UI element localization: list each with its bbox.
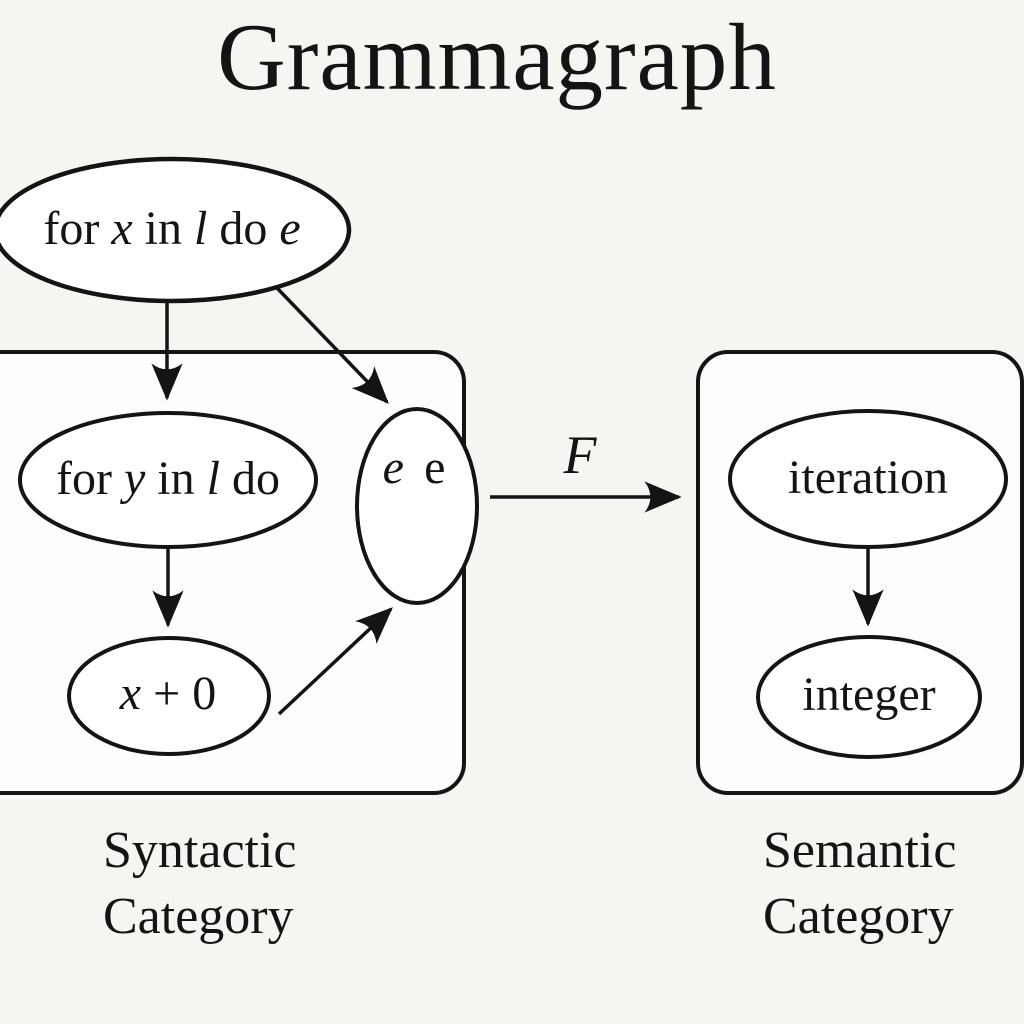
- functor-f-label: F: [563, 425, 597, 485]
- edge-xplus0-to-ee: [277, 607, 393, 716]
- node-label-for-x-in-l-do-e: for x in l do e: [43, 205, 300, 253]
- node-for-y-in-l-do: [18, 411, 318, 549]
- var-x: x: [111, 202, 133, 255]
- text-for: for: [43, 202, 112, 255]
- var-e: e: [279, 202, 301, 255]
- text-plus-0: + 0: [141, 667, 217, 720]
- semantic-category-caption: Semantic Category: [763, 818, 957, 949]
- node-integer: [756, 635, 982, 759]
- caption-line-category: Category: [103, 887, 294, 945]
- node-x-plus-0: [67, 636, 271, 756]
- text-in: in: [132, 202, 194, 255]
- syntactic-category-caption: Syntactic Category: [103, 818, 297, 949]
- text-in: in: [145, 452, 207, 505]
- var-e-italic: e: [382, 441, 404, 494]
- edge-forx-to-ee: [275, 286, 389, 404]
- node-label-integer: integer: [802, 668, 936, 721]
- caption-line-category: Category: [763, 887, 954, 945]
- figure-title: Grammagraph: [217, 4, 777, 110]
- text-e-roman: e: [424, 441, 446, 494]
- node-label-x-plus-0: x + 0: [120, 670, 216, 718]
- text-for: for: [56, 452, 124, 505]
- node-e-e: [355, 407, 479, 605]
- node-label-for-y-in-l-do: for y in l do: [56, 455, 280, 503]
- text-do: do: [219, 452, 280, 505]
- node-iteration: [728, 409, 1008, 549]
- var-l: l: [193, 202, 208, 255]
- text-do: do: [207, 202, 280, 255]
- node-for-x-in-l-do-e: [0, 156, 352, 304]
- var-x: x: [119, 667, 142, 720]
- node-label-iteration: iteration: [788, 451, 948, 504]
- caption-line-syntactic: Syntactic: [103, 822, 297, 879]
- var-y: y: [123, 452, 146, 505]
- caption-line-semantic: Semantic: [763, 822, 957, 879]
- var-l: l: [206, 452, 220, 505]
